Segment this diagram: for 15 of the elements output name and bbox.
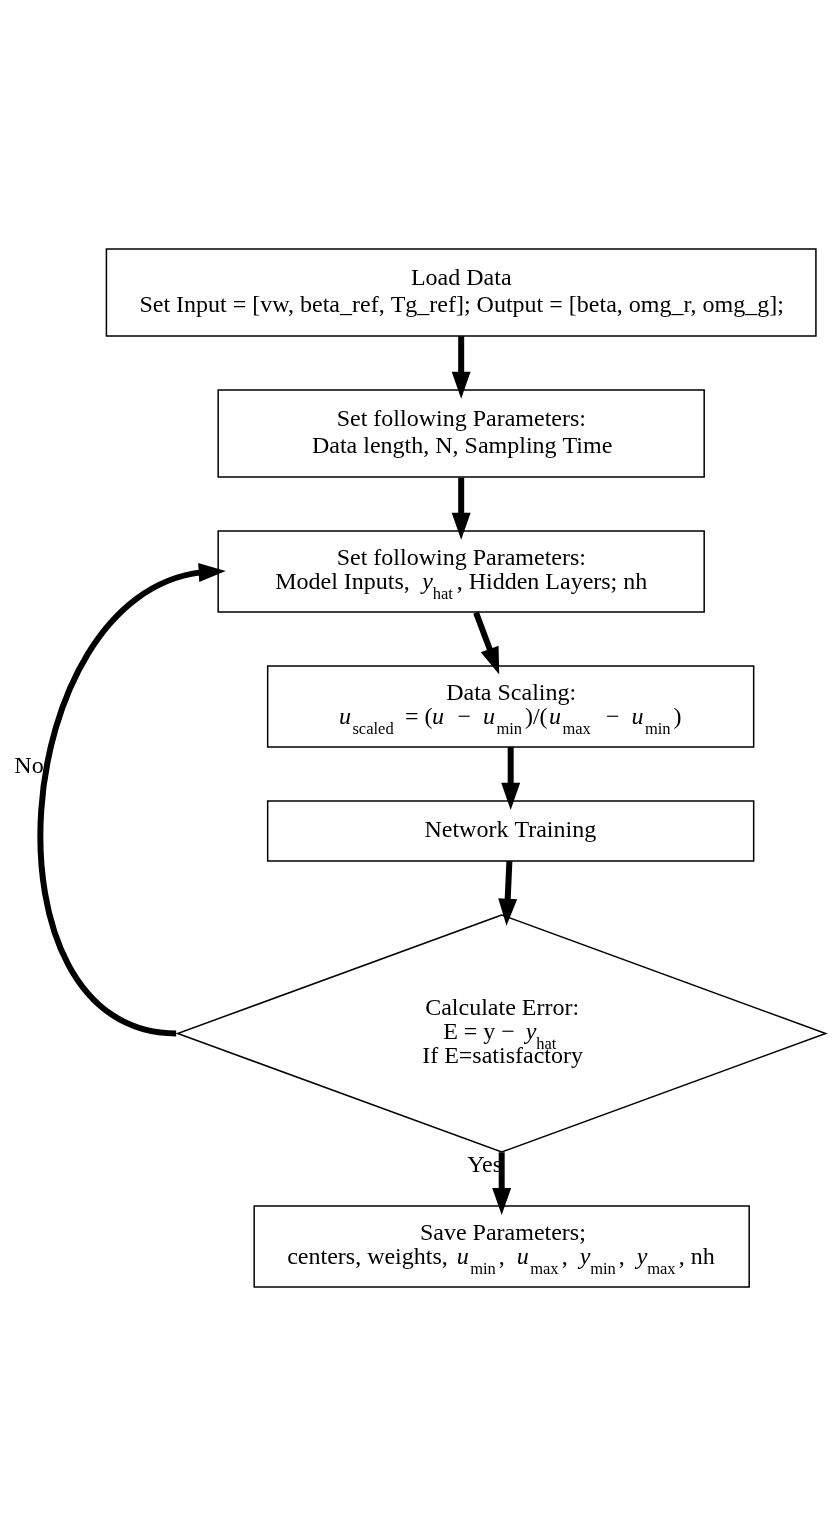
arrow bbox=[492, 1152, 512, 1216]
arrow bbox=[38, 563, 226, 1037]
arrow bbox=[501, 747, 521, 810]
arrow bbox=[451, 477, 471, 540]
node-box: Set following Parameters: Data length, N, Sampling Time bbox=[217, 389, 705, 478]
edge-label: No bbox=[14, 752, 44, 779]
node-box: Save Parameters; centers, weights, u$_{min}$, u$_{max}$, y$_{min}$, y$_{max}$, nh bbox=[253, 1205, 750, 1288]
node-box: Network Training bbox=[266, 800, 755, 862]
node-box: Set following Parameters: Model Inputs, y$_{hat}$, Hidden Layers; nh bbox=[217, 530, 705, 613]
node-box: Load Data Set Input = [vw, beta_ref, Tg_ref]; Output = [beta, omg_r, omg_g]; bbox=[105, 248, 817, 337]
arrow bbox=[473, 611, 500, 675]
node-diamond: Calculate Error: E = y − y$_{hat}$ If E=satisfactory bbox=[175, 914, 828, 1153]
arrow bbox=[498, 860, 518, 926]
arrow bbox=[451, 336, 471, 399]
node-box: Data Scaling: u$_{scaled}$ = (u − u$_{min}$)/(u$_{max}$ − u$_{min}$) bbox=[266, 665, 755, 748]
